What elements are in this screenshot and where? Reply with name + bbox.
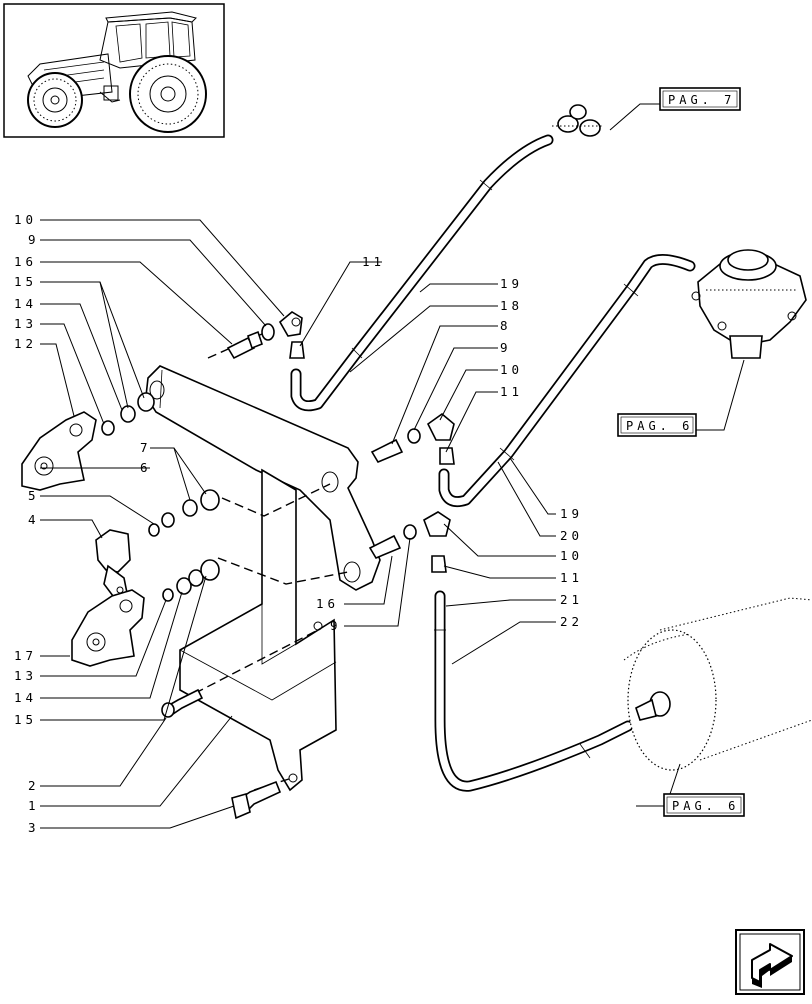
callout-20: 20 [560, 528, 583, 543]
callout-15: 15 [14, 274, 37, 289]
callout-19b: 19 [560, 506, 583, 521]
leader-lines-right [299, 103, 745, 807]
callout-8: 8 [500, 318, 512, 333]
callout-10-right: 10 [500, 362, 523, 377]
callout-5: 5 [28, 488, 40, 503]
callout-16-bottom: 16 [316, 596, 339, 611]
leader-lines-left [40, 219, 285, 829]
hose-19-20 [438, 254, 696, 508]
page-ref-top[interactable]: PAG. 7 [659, 87, 741, 111]
callout-4: 4 [28, 512, 40, 527]
callout-15b: 15 [14, 712, 37, 727]
air-tank [623, 597, 812, 771]
callout-10b: 10 [560, 548, 583, 563]
tractor-thumbnail-icon [3, 3, 225, 138]
callout-14: 14 [14, 296, 37, 311]
callout-2: 2 [28, 778, 40, 793]
callout-9: 9 [28, 232, 40, 247]
page-ref-bottom-label: PAG. 6 [672, 799, 739, 813]
callout-12: 12 [14, 336, 37, 351]
brake-valve [691, 249, 807, 359]
callout-11-right: 11 [500, 384, 523, 399]
callout-13b: 13 [14, 668, 37, 683]
page-ref-bottom[interactable]: PAG. 6 [663, 793, 745, 817]
callout-13: 13 [14, 316, 37, 331]
callout-19: 19 [500, 276, 523, 291]
page-ref-middle-label: PAG. 6 [626, 419, 693, 433]
callout-11-top: 11 [362, 254, 385, 269]
fittings-group [101, 311, 455, 820]
hose-18-19 [290, 134, 554, 412]
callout-16: 16 [14, 254, 37, 269]
callout-1: 1 [28, 798, 40, 813]
callout-6: 6 [140, 460, 152, 475]
page-ref-top-label: PAG. 7 [668, 93, 735, 107]
callout-22: 22 [560, 614, 583, 629]
next-page-arrow-icon[interactable] [735, 929, 805, 995]
callout-18: 18 [500, 298, 523, 313]
callout-14b: 14 [14, 690, 37, 705]
callout-17: 17 [14, 648, 37, 663]
callout-10: 10 [14, 212, 37, 227]
hose-21-22 [434, 590, 634, 792]
callout-7: 7 [140, 440, 152, 455]
callout-21: 21 [560, 592, 583, 607]
coupling-heads [21, 411, 145, 667]
callout-9-right: 9 [500, 340, 512, 355]
mounting-bracket [145, 365, 381, 792]
callouts-right: 11 19 18 8 9 10 11 19 20 10 11 21 22 16 … [316, 254, 583, 633]
callouts-left: 10 9 16 15 14 13 12 7 6 5 4 17 13 14 15 … [14, 212, 152, 835]
callout-9-bottom: 9 [330, 618, 342, 633]
page-ref-middle[interactable]: PAG. 6 [617, 413, 697, 437]
tee-connector [552, 104, 602, 137]
callout-11b: 11 [560, 570, 583, 585]
callout-3: 3 [28, 820, 40, 835]
